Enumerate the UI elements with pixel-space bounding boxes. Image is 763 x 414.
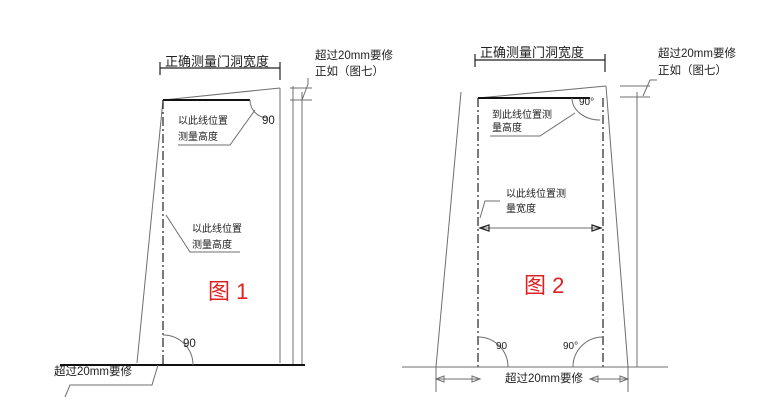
fig1-mid-note-line2: 测量高度 [192,238,232,251]
fig1-mid-note-leader [165,214,240,253]
figure-1: 正确测量门洞宽度 超过20mm要修 正如（图七） 90 90 以此线位置 测量高… [54,48,393,398]
fig1-over-20mm-note: 超过20mm要修 [315,48,393,62]
fig2-sloped-left-jamb [435,91,462,368]
fig2-bottom-over-20mm-note: 超过20mm要修 [505,371,583,385]
fig2-width-note-leader [479,200,500,219]
fig2-right-angle-arc-bottom-left [477,336,509,368]
fig1-note-leader [301,78,309,101]
fig1-number-label: 图 1 [208,279,248,304]
fig2-width-note-line2: 量宽度 [506,202,536,215]
fig1-right-angle-arc-bottom [162,334,194,366]
fig1-height-note-line1: 以此线位置 [178,114,228,127]
fig1-bottom-over-20mm-note: 超过20mm要修 [54,364,132,378]
fig2-width-arrow-right [591,224,603,232]
fig2-height-note-line1: 到此线位置测 [492,108,552,121]
fig1-angle-90-top: 90 [262,115,275,127]
fig2-right-angle-arc-top [571,97,601,121]
fig2-angle-90-bottom-left: 90 [496,341,508,352]
fig2-bottom-arrow-left-b [471,375,482,383]
fig2-right-angle-arc-bottom-right [572,336,604,368]
fig2-height-note-leader [490,112,576,137]
fig2-over-20mm-note: 超过20mm要修 [658,46,736,60]
fig1-height-note-leader [178,109,256,146]
fig1-right-angle-arc-top [249,99,269,119]
fig2-bottom-arrow-left-a [434,375,445,383]
fig2-sloped-right-jamb [605,85,629,368]
fig1-angle-90-bottom: 90 [183,338,196,350]
fig1-top-width-label: 正确测量门洞宽度 [165,54,269,69]
fig2-width-note-line1: 以此线位置测 [506,187,566,200]
fig2-width-arrow-left [478,224,490,232]
fig2-angle-90-top: 90° [579,97,594,108]
fig2-angle-90-bottom-right: 90° [563,341,578,352]
fig1-sloped-left-jamb [136,99,164,364]
fig2-height-note-line2: 量高度 [492,121,522,134]
fig1-mid-note-line1: 以此线位置 [192,222,242,235]
fig2-bottom-arrow-right-a [588,375,599,383]
fig1-see-fig7-note: 正如（图七） [315,64,384,78]
fig1-bottom-note-leader [64,364,159,398]
fig2-bottom-arrow-right-b [619,375,630,383]
fig2-number-label: 图 2 [524,273,564,298]
fig2-sloped-top-line [477,85,607,99]
fig1-sloped-top-line [162,87,281,101]
fig2-note-leader [642,79,657,97]
figure-2: 正确测量门洞宽度 超过20mm要修 正如（图七） 90° 90 90° 到此线位 [402,45,736,392]
fig1-height-note-line2: 测量高度 [178,130,218,143]
fig2-see-fig7-note: 正如（图七） [658,63,727,77]
fig2-top-width-label: 正确测量门洞宽度 [480,45,584,60]
